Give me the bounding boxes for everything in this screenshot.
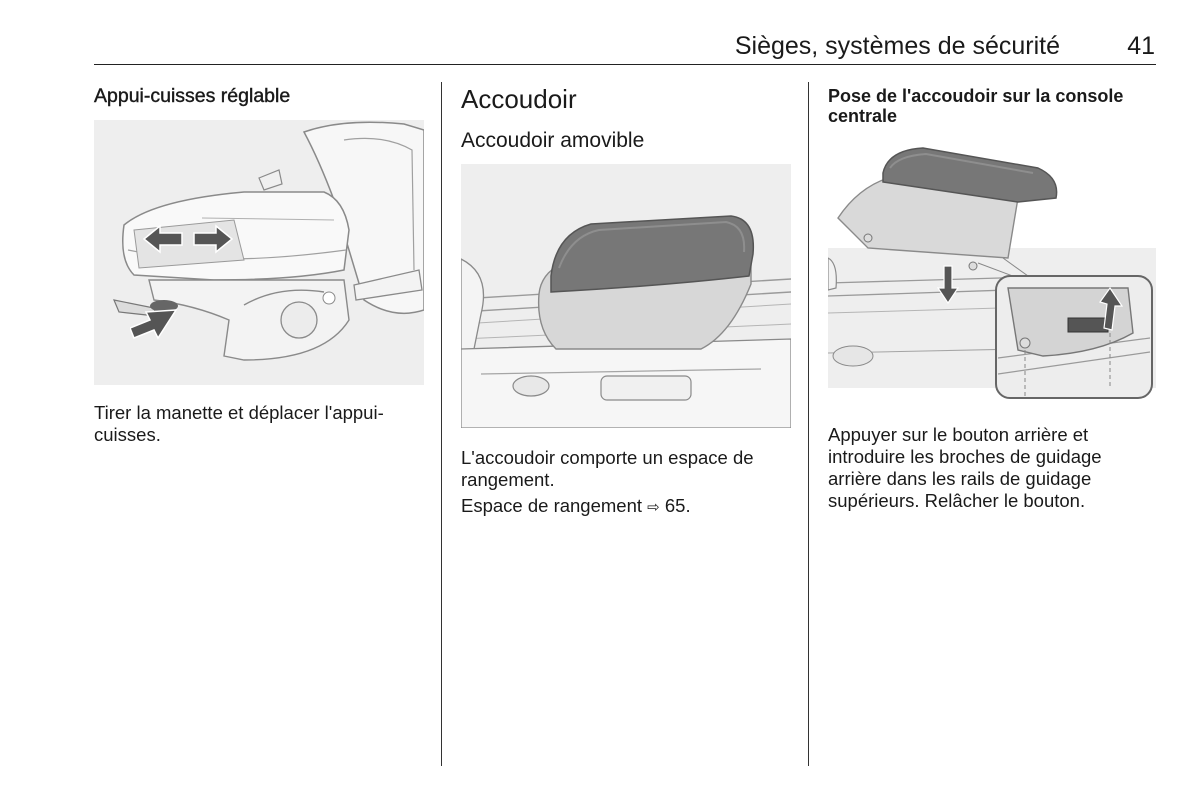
direction-arrows-icon [142, 224, 234, 254]
column-divider-1 [441, 82, 442, 766]
column-divider-2 [808, 82, 809, 766]
thigh-support-illustration [94, 120, 424, 385]
page-number: 41 [1127, 32, 1155, 60]
section-heading-install-armrest: Pose de l'accoudoir sur la console centr… [828, 86, 1124, 126]
reference-page-link[interactable]: 65. [664, 495, 691, 516]
installation-instruction: Appuyer sur le bouton arrière et introdu… [828, 424, 1102, 511]
removable-armrest-illustration [461, 164, 791, 428]
storage-reference-label: Espace de rangement [461, 495, 643, 516]
storage-reference: Espace de rangement ⇨ 65. [461, 495, 791, 518]
armrest-storage-text: L'accoudoir comporte un espace de rangem… [461, 447, 754, 490]
header-rule [94, 64, 1156, 65]
running-header: Sièges, systèmes de sécurité [734, 32, 1060, 60]
push-arrow-icon [130, 309, 178, 340]
armrest-installation-illustration [828, 138, 1156, 400]
section-heading-thigh-support: Appui-cuisses réglable [94, 85, 291, 107]
reference-arrow-icon[interactable]: ⇨ [647, 498, 660, 516]
subsection-heading-removable-armrest: Accoudoir amovible [461, 129, 645, 152]
thigh-support-instruction: Tirer la manette et déplacer l'appui-cui… [94, 402, 384, 445]
page-section-title: Accoudoir [461, 84, 577, 114]
